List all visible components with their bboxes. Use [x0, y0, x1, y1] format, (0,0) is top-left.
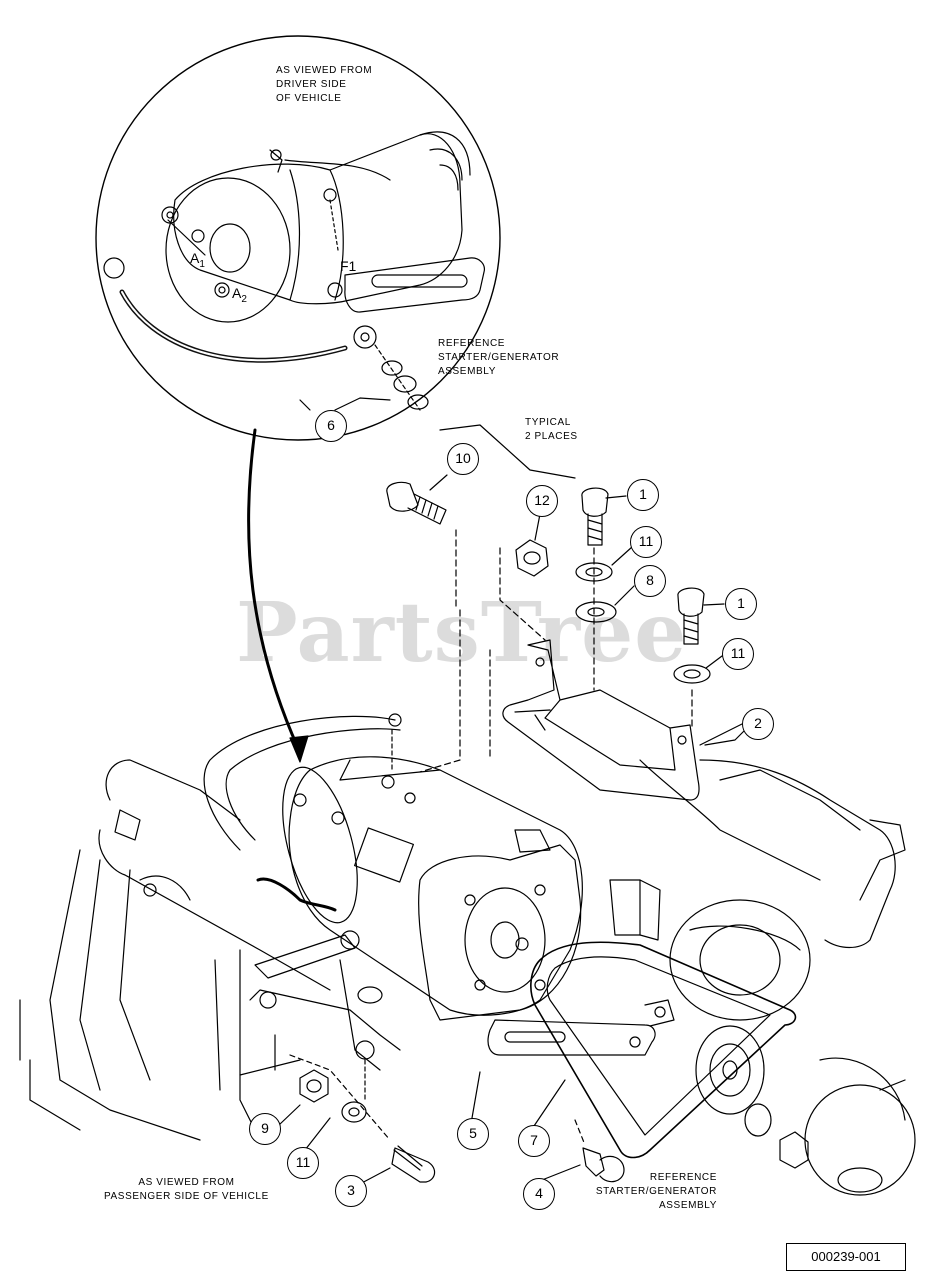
- callout-12[interactable]: 12: [526, 485, 558, 517]
- inset-detail-view: [95, 35, 501, 441]
- lower-hardware: [239, 1034, 625, 1186]
- callout-9[interactable]: 9: [249, 1113, 281, 1145]
- inset-view-label: AS VIEWED FROM DRIVER SIDE OF VEHICLE: [276, 65, 373, 104]
- callout-11-bottom[interactable]: 11: [287, 1147, 319, 1179]
- callout-11-lower[interactable]: 11: [722, 638, 754, 670]
- callout-3[interactable]: 3: [335, 1175, 367, 1207]
- starter-generator-assembly: [203, 713, 583, 1021]
- callout-5[interactable]: 5: [457, 1118, 489, 1150]
- callout-1-lower[interactable]: 1: [725, 588, 757, 620]
- reference-bottom-label: REFERENCE STARTER/GENERATOR ASSEMBLY: [595, 1172, 717, 1211]
- callout-2[interactable]: 2: [742, 708, 774, 740]
- callout-4[interactable]: 4: [523, 1178, 555, 1210]
- callout-10[interactable]: 10: [447, 443, 479, 475]
- callout-11-upper[interactable]: 11: [630, 526, 662, 558]
- callout-1-upper[interactable]: 1: [627, 479, 659, 511]
- mounting-bracket: [502, 639, 746, 801]
- passenger-view-label: AS VIEWED FROM PASSENGER SIDE OF VEHICLE: [104, 1177, 269, 1202]
- callout-8[interactable]: 8: [634, 565, 666, 597]
- watermark: PartsTree: [236, 585, 688, 681]
- hardware-exploded: [386, 424, 711, 773]
- terminal-f1-label: F1: [340, 258, 357, 274]
- figure-id-box: 000239-001: [786, 1243, 906, 1271]
- chassis-left: [19, 759, 401, 1141]
- terminal-a2-label: A2: [232, 285, 247, 305]
- typical-label: TYPICAL 2 PLACES: [525, 417, 578, 442]
- callout-6[interactable]: 6: [315, 410, 347, 442]
- terminal-a1-label: A1: [190, 250, 205, 270]
- lower-bracket: [487, 999, 675, 1056]
- callout-7[interactable]: 7: [518, 1125, 550, 1157]
- engine-frame: [530, 759, 916, 1196]
- reference-top-label: REFERENCE STARTER/GENERATOR ASSEMBLY: [438, 338, 560, 377]
